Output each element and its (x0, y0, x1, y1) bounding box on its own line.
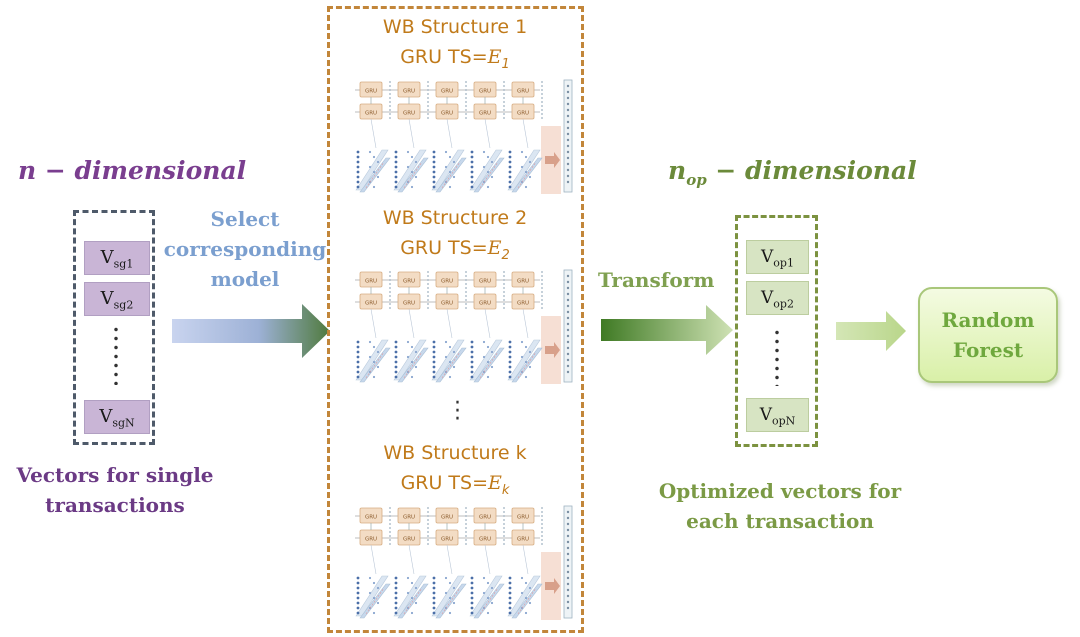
gru-cell-label: GRU (441, 301, 453, 307)
output-vector-n: VopN (746, 398, 809, 432)
random-forest-label: Random Forest (941, 308, 1035, 362)
gru-cell-label: GRU (441, 515, 453, 521)
structure-1-network: GRU GRU GRU GRU GRU GRU GRU GRU GRU GRU (355, 79, 573, 194)
forest-arrow (836, 311, 906, 351)
gru-cell-label: GRU (479, 89, 491, 95)
input-vector-n: VsgN (84, 400, 150, 434)
input-caption: Vectors for single transactions (16, 463, 214, 517)
structure-k-network: GRU GRU GRU GRU GRU GRU GRU GRU GRU GRU (355, 505, 573, 620)
input-vectors-box: Vsg1 Vsg2 VsgN (73, 210, 155, 445)
gru-cell-label: GRU (403, 279, 415, 285)
model-structures-box (327, 6, 584, 633)
structure-k-title: WB Structure k GRU TS=Ek (383, 442, 527, 498)
gru-cell-label: GRU (517, 301, 529, 307)
transform-label: Transform (598, 268, 715, 292)
input-dimension-label: n − dimensional (18, 156, 247, 185)
gru-cell-label: GRU (441, 279, 453, 285)
gru-cell-label: GRU (479, 111, 491, 117)
optimized-vectors-box: Vop1 Vop2 VopN (735, 215, 818, 447)
gru-cell-label: GRU (403, 537, 415, 543)
gru-cell-label: GRU (403, 89, 415, 95)
gru-cell-label: GRU (365, 279, 377, 285)
structure-2-network: GRU GRU GRU GRU GRU GRU GRU GRU GRU GRU (355, 269, 573, 384)
gru-cell-label: GRU (441, 111, 453, 117)
vertical-ellipsis (114, 325, 118, 385)
gru-cell-label: GRU (517, 515, 529, 521)
vertical-ellipsis (775, 328, 779, 386)
structure-2-title: WB Structure 2 GRU TS=E2 (382, 207, 528, 263)
transform-arrow (601, 305, 733, 355)
gru-cell-label: GRU (365, 301, 377, 307)
gru-cell-label: GRU (517, 279, 529, 285)
gru-cell-label: GRU (479, 515, 491, 521)
gru-cell-label: GRU (403, 301, 415, 307)
input-vector-2: Vsg2 (84, 282, 150, 316)
gru-cell-label: GRU (365, 537, 377, 543)
structure-1-title: WB Structure 1 GRU TS=E1 (382, 16, 528, 72)
gru-cell-label: GRU (365, 89, 377, 95)
gru-cell-label: GRU (441, 537, 453, 543)
gru-cell-label: GRU (365, 111, 377, 117)
output-caption: Optimized vectors for each transaction (658, 479, 902, 533)
output-vector-2: Vop2 (746, 281, 809, 315)
output-vector-1: Vop1 (746, 240, 809, 274)
gru-cell-label: GRU (517, 537, 529, 543)
select-model-label: Select corresponding model (163, 207, 327, 291)
gru-cell-label: GRU (403, 111, 415, 117)
random-forest-box: Random Forest (918, 287, 1058, 383)
gru-cell-label: GRU (365, 515, 377, 521)
select-arrow (172, 304, 330, 358)
structures-ellipsis: ··· (454, 391, 461, 432)
input-vector-1: Vsg1 (84, 241, 150, 275)
gru-cell-label: GRU (441, 89, 453, 95)
gru-cell-label: GRU (479, 301, 491, 307)
gru-cell-label: GRU (403, 515, 415, 521)
gru-cell-label: GRU (479, 279, 491, 285)
gru-cell-label: GRU (517, 89, 529, 95)
output-dimension-label: nop − dimensional (668, 156, 917, 189)
gru-cell-label: GRU (517, 111, 529, 117)
gru-cell-label: GRU (479, 537, 491, 543)
